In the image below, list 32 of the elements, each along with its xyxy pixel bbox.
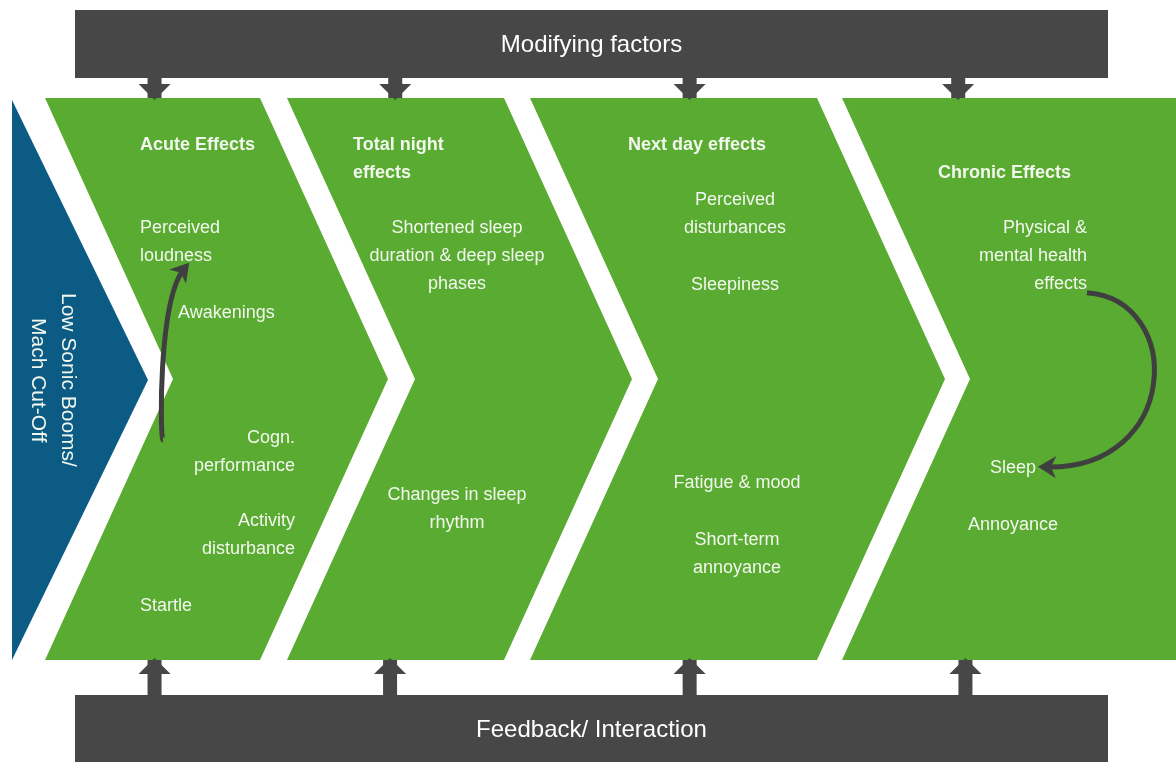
arrow <box>158 262 189 441</box>
effect-text: Changes in sleep rhythm <box>372 480 542 536</box>
effect-text: Perceived loudness <box>140 213 250 269</box>
effect-text: Sleep <box>980 453 1046 481</box>
arrow <box>673 658 706 695</box>
arrow <box>949 658 982 695</box>
chevron-heading: Acute Effects <box>140 133 257 156</box>
effect-text: Fatigue & mood <box>652 468 822 496</box>
effect-text: Cogn. performance <box>163 423 295 479</box>
effect-text: Perceived disturbances <box>655 185 815 241</box>
effect-text: Annoyance <box>950 510 1076 538</box>
arrow <box>138 78 171 100</box>
arrow <box>673 78 706 100</box>
chevron-heading: Next day effects <box>628 133 768 156</box>
arrow <box>374 658 407 695</box>
vertical-label: Low Sonic Booms/ Mach Cut-Off <box>27 292 82 469</box>
arrow <box>1038 290 1157 478</box>
effect-text: Awakenings <box>178 298 298 326</box>
chevron-heading: Total night effects <box>353 133 445 184</box>
arrow <box>138 658 171 695</box>
chevron-heading: Chronic Effects <box>938 161 1073 184</box>
effect-text: Short-term annoyance <box>657 525 817 581</box>
banner-bar: Feedback/ Interaction <box>75 695 1108 762</box>
effect-text: Sleepiness <box>665 270 805 298</box>
effect-text: Shortened sleep duration & deep sleep phases <box>362 213 552 297</box>
arrow <box>942 78 975 100</box>
arrow <box>379 78 412 100</box>
effect-text: Physical & mental health effects <box>945 213 1087 297</box>
chevron-shape <box>842 98 1176 660</box>
banner-bar: Modifying factors <box>75 10 1108 78</box>
effect-text: Activity disturbance <box>163 506 295 562</box>
effect-text: Startle <box>140 591 240 619</box>
